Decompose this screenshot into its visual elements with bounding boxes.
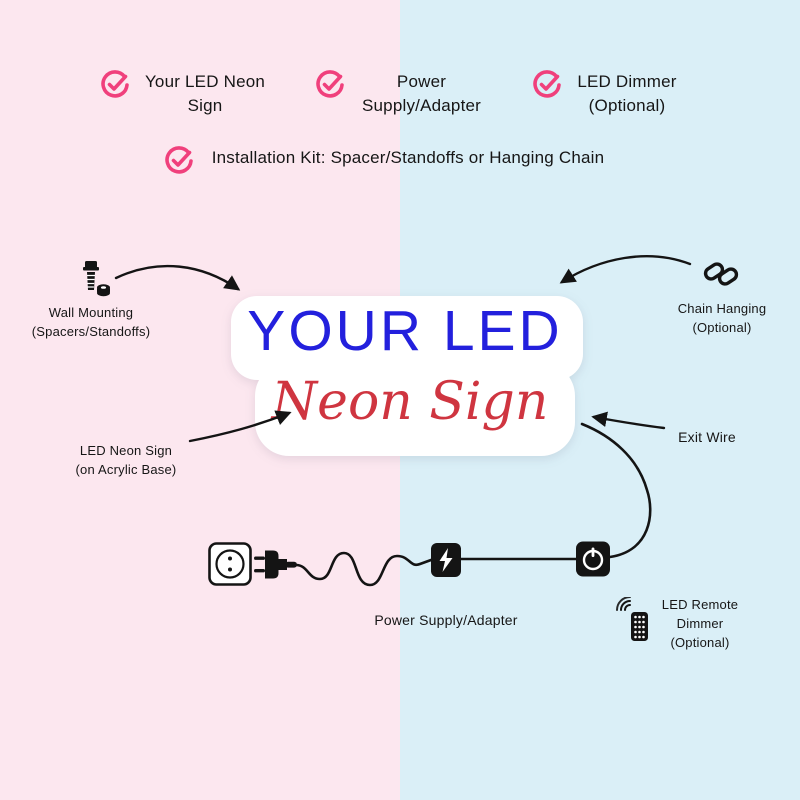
checklist-label: Your LED Neon Sign <box>144 72 266 115</box>
chain-hanging-label: Chain Hanging (Optional) <box>677 301 767 335</box>
wall-outlet-icon <box>208 542 252 586</box>
checklist-item-neon-sign: Your LED Neon Sign <box>100 70 271 118</box>
checklist-label: Power Supply/Adapter <box>361 72 482 115</box>
chain-icon <box>703 262 739 286</box>
power-plug-icon <box>254 550 297 579</box>
check-icon <box>165 146 193 174</box>
screw-icon <box>83 261 110 297</box>
checklist-label: Installation Kit: Spacer/Standoffs or Ha… <box>211 148 605 167</box>
checklist-item-dimmer: LED Dimmer (Optional) <box>532 70 683 118</box>
checklist-item-power-supply: Power Supply/Adapter <box>315 70 489 118</box>
wall-mounting-label: Wall Mounting (Spacers/Standoffs) <box>31 305 151 339</box>
checklist-label: LED Dimmer (Optional) <box>577 72 677 115</box>
exit-wire-label: Exit Wire <box>678 429 736 445</box>
remote-control-icon <box>616 597 648 641</box>
check-icon <box>101 70 129 98</box>
sign-text-line1: YOUR LED <box>247 299 563 363</box>
check-icon <box>533 70 561 98</box>
check-icon <box>316 70 344 98</box>
sign-blob-bottom <box>255 362 575 456</box>
power-supply-label: Power Supply/Adapter <box>374 612 518 628</box>
checklist-item-installation-kit: Installation Kit: Spacer/Standoffs or Ha… <box>164 146 613 176</box>
led-neon-sign-label: LED Neon Sign (on Acrylic Base) <box>75 443 177 477</box>
dimmer-switch-icon <box>576 541 610 577</box>
power-adapter-icon <box>431 543 461 577</box>
sign-text-line2: Neon Sign <box>271 372 549 432</box>
neon-sign-acrylic-base <box>225 288 590 468</box>
remote-dimmer-label: LED Remote Dimmer (Optional) <box>661 597 739 650</box>
